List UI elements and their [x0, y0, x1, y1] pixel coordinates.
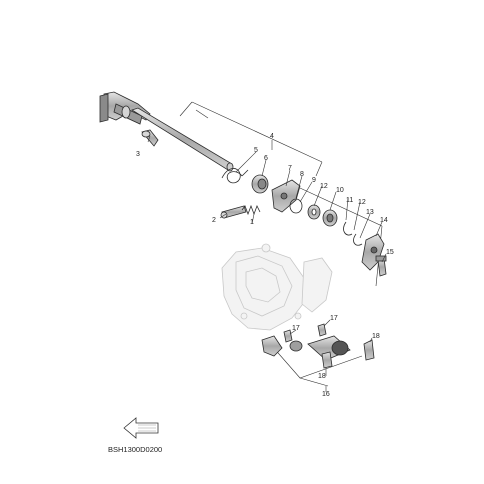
- part-1-spring: [241, 204, 261, 216]
- callout-16: 16: [322, 391, 330, 398]
- drawing-code: BSH1300D0200: [108, 445, 162, 454]
- part-3-pin: [141, 129, 159, 147]
- part-15-bolt: [375, 255, 387, 277]
- leader-lines: [147, 135, 387, 392]
- callout-3: 3: [136, 151, 140, 158]
- part-9-ring: [289, 198, 303, 214]
- callout-5: 5: [254, 147, 258, 154]
- part-7-shift-arm: [271, 179, 301, 213]
- callout-12-b: 12: [358, 199, 366, 206]
- part-16-assembly: [261, 335, 351, 361]
- part-11-bearing: [322, 209, 338, 227]
- shift-shaft-assembly: [99, 91, 234, 172]
- callout-13: 13: [366, 209, 374, 216]
- callout-10: 10: [336, 187, 344, 194]
- part-14-lever: [361, 233, 385, 271]
- part-18-bolt-right: [363, 339, 375, 361]
- callout-18-a: 18: [372, 333, 380, 340]
- callout-1: 1: [250, 219, 254, 226]
- callout-17-a: 17: [292, 325, 300, 332]
- part-13-circlip: [353, 233, 363, 246]
- part-18-bolt-lower: [321, 351, 333, 369]
- part-6-collar: [251, 174, 269, 194]
- bracket-lines: [179, 101, 383, 387]
- callout-17-b: 17: [330, 315, 338, 322]
- ghost-engine-case: [221, 243, 333, 331]
- callout-6: 6: [264, 155, 268, 162]
- front-arrow-icon: [123, 417, 159, 439]
- part-12-circlip: [343, 221, 353, 236]
- part-17-bolt-lower: [283, 329, 293, 343]
- callout-4: 4: [270, 133, 274, 140]
- part-10-washer: [307, 204, 321, 220]
- callout-8: 8: [300, 171, 304, 178]
- part-17-bolt-upper: [317, 323, 327, 337]
- callout-labels: 1 2 3 4 5 6 7 8 9 10 11 12 12 13 14 15 1…: [136, 133, 394, 398]
- callout-2: 2: [212, 217, 216, 224]
- callout-18-b: 18: [318, 373, 326, 380]
- callout-14: 14: [380, 217, 388, 224]
- callout-15: 15: [386, 249, 394, 256]
- part-2-pin: [220, 205, 247, 219]
- callout-12-a: 12: [320, 183, 328, 190]
- callout-9: 9: [312, 177, 316, 184]
- part-5-spring: [221, 168, 249, 184]
- callout-7: 7: [288, 165, 292, 172]
- callout-11: 11: [346, 197, 353, 204]
